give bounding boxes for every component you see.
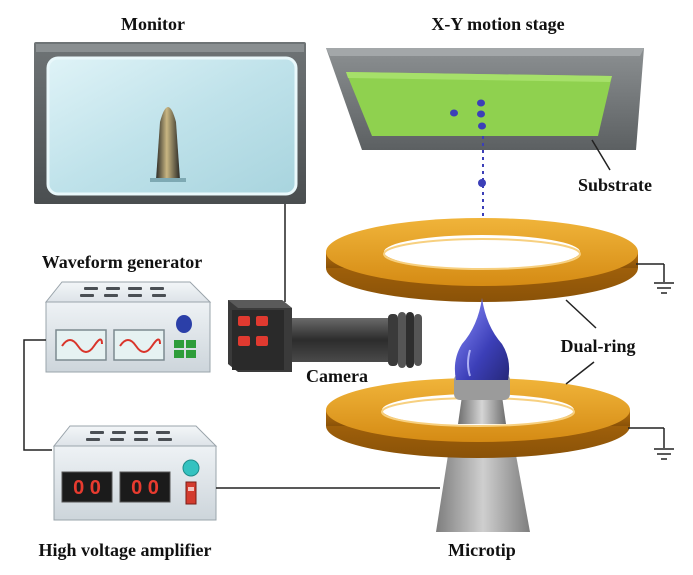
camera-led — [238, 316, 250, 326]
camera-led — [238, 336, 250, 346]
printed-dots — [450, 99, 486, 130]
lower-ground-icon — [628, 427, 674, 460]
camera-label: Camera — [306, 366, 368, 386]
camera-led — [256, 316, 268, 326]
dual-ring-label: Dual-ring — [560, 336, 635, 356]
microtip-image-on-monitor — [150, 107, 186, 182]
liquid-meniscus — [454, 298, 510, 380]
amplifier-knob — [182, 459, 200, 477]
waveform-display-left — [55, 329, 107, 361]
amplifier-display-left — [61, 471, 113, 503]
upper-ground-icon — [636, 263, 674, 294]
monitor-label: Monitor — [121, 14, 185, 34]
waveform-generator-label: Waveform generator — [42, 252, 202, 272]
amplifier-display-right — [119, 471, 171, 503]
monitor — [34, 42, 306, 204]
waveform-generator — [44, 281, 212, 373]
xy-stage-label: X-Y motion stage — [431, 14, 564, 34]
waveform-knob — [176, 315, 192, 333]
vent-slots — [80, 287, 166, 297]
dual-ring-pointer-upper — [565, 299, 597, 329]
generator-amplifier-cable — [23, 339, 52, 451]
amplifier-switch — [185, 481, 197, 505]
dual-ring-pointer-lower — [565, 361, 595, 385]
camera-led — [256, 336, 268, 346]
amplifier-display-left-value: 0 0 — [73, 477, 101, 499]
substrate-label: Substrate — [578, 175, 652, 195]
substrate-pointer — [591, 139, 611, 171]
high-voltage-amplifier: 0 0 0 0 — [52, 425, 218, 521]
needle-through-ring — [454, 374, 510, 424]
high-voltage-amplifier-label: High voltage amplifier — [39, 540, 212, 560]
upper-ring — [326, 218, 638, 302]
xy-motion-stage — [326, 48, 644, 150]
camera-lens-rings — [388, 312, 422, 368]
amplifier-display-right-value: 0 0 — [131, 477, 159, 499]
waveform-display-right — [113, 329, 165, 361]
vent-slots — [86, 431, 172, 441]
microtip-label: Microtip — [448, 540, 516, 560]
camera — [228, 300, 422, 372]
